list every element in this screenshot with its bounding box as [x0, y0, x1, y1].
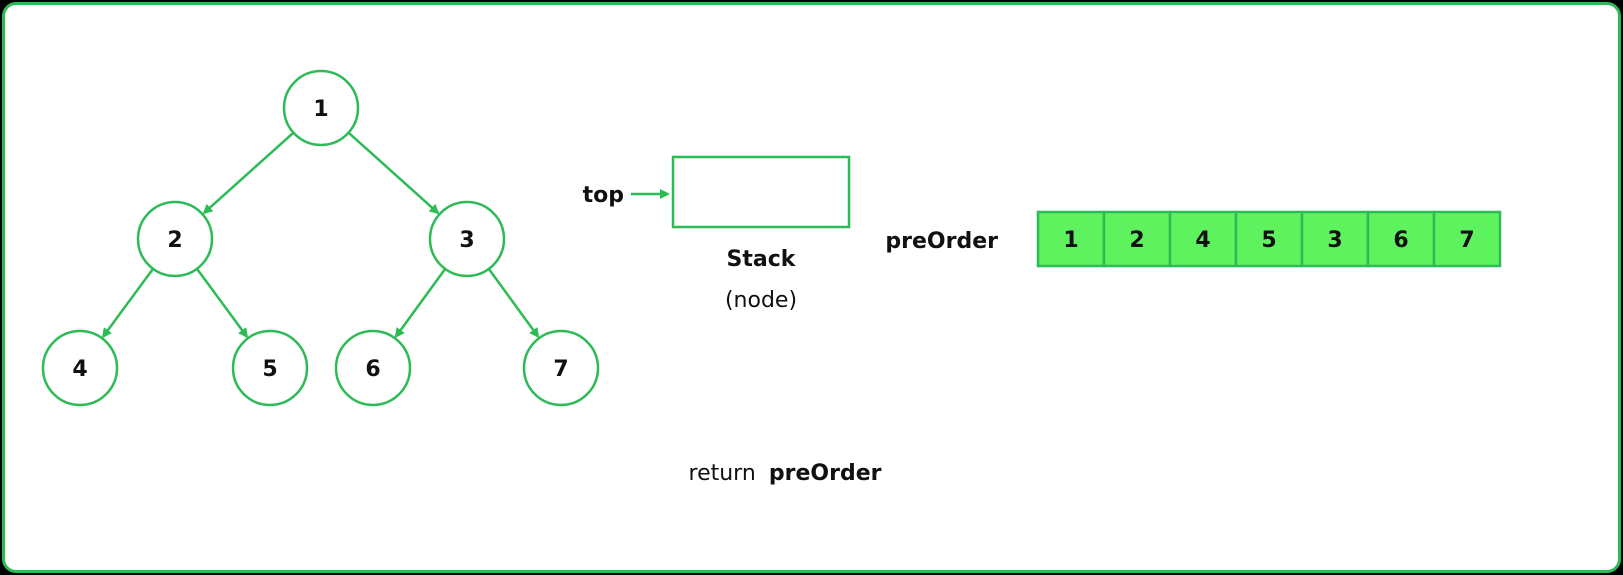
- preorder-cell-value: 6: [1393, 228, 1408, 253]
- preorder-cell: 4: [1168, 210, 1238, 268]
- preorder-cell-box: [1300, 210, 1370, 268]
- preorder-cell-value: 4: [1195, 228, 1210, 253]
- preorder-cell-value: 1: [1063, 228, 1078, 253]
- tree-edge-arrow: [347, 131, 440, 215]
- tree-edges: [101, 131, 540, 339]
- tree-node-2: 2: [136, 200, 214, 278]
- preorder-cell-box: [1432, 210, 1502, 268]
- tree-node-6: 6: [334, 329, 412, 407]
- tree-nodes: 1 2 3 4 5 6 7: [41, 69, 600, 407]
- tree-node-label: 6: [365, 357, 380, 382]
- stack-box: [671, 155, 851, 229]
- tree-node-4: 4: [41, 329, 119, 407]
- tree-node-7: 7: [522, 329, 600, 407]
- tree-node-label: 5: [262, 357, 277, 382]
- tree-node-5: 5: [231, 329, 309, 407]
- preorder-cell-box: [1366, 210, 1436, 268]
- preorder-cell-box: [1168, 210, 1238, 268]
- tree-edge-arrow: [202, 131, 295, 215]
- return-keyword: return: [689, 461, 756, 486]
- tree-edge-arrow: [101, 268, 155, 339]
- preorder-cell-box: [1036, 210, 1106, 268]
- tree-edge-arrow: [487, 268, 540, 339]
- preorder-group: preOrder 1 2 4 5 3 6 7: [885, 210, 1502, 268]
- preorder-cell: 7: [1432, 210, 1502, 268]
- tree-node-label: 2: [167, 228, 182, 253]
- stack-group: top Stack (node): [583, 155, 851, 313]
- preorder-cell-value: 5: [1261, 228, 1276, 253]
- tree-node-1: 1: [282, 69, 360, 147]
- preorder-cell-value: 7: [1459, 228, 1474, 253]
- preorder-array: 1 2 4 5 3 6 7: [1036, 210, 1502, 268]
- tree-edge-arrow: [394, 268, 447, 339]
- return-value: preOrder: [769, 461, 882, 486]
- preorder-cell-value: 3: [1327, 228, 1342, 253]
- preorder-cell: 2: [1102, 210, 1172, 268]
- tree-node-label: 7: [553, 357, 568, 382]
- stack-top-label: top: [583, 183, 624, 208]
- preorder-cell: 1: [1036, 210, 1106, 268]
- tree-node-label: 3: [459, 228, 474, 253]
- preorder-traversal-diagram: 1 2 3 4 5 6 7: [41, 69, 1502, 486]
- tree-edge-arrow: [195, 268, 249, 339]
- stack-subtitle: (node): [725, 288, 797, 313]
- preorder-cell-box: [1102, 210, 1172, 268]
- tree-node-3: 3: [428, 200, 506, 278]
- preorder-label: preOrder: [885, 229, 998, 254]
- preorder-cell-value: 2: [1129, 228, 1144, 253]
- return-statement: return preOrder: [689, 461, 882, 486]
- preorder-cell: 6: [1366, 210, 1436, 268]
- tree-node-label: 4: [72, 357, 87, 382]
- tree-node-label: 1: [313, 97, 328, 122]
- preorder-cell: 5: [1234, 210, 1304, 268]
- preorder-cell-box: [1234, 210, 1304, 268]
- preorder-cell: 3: [1300, 210, 1370, 268]
- stack-title: Stack: [727, 247, 797, 272]
